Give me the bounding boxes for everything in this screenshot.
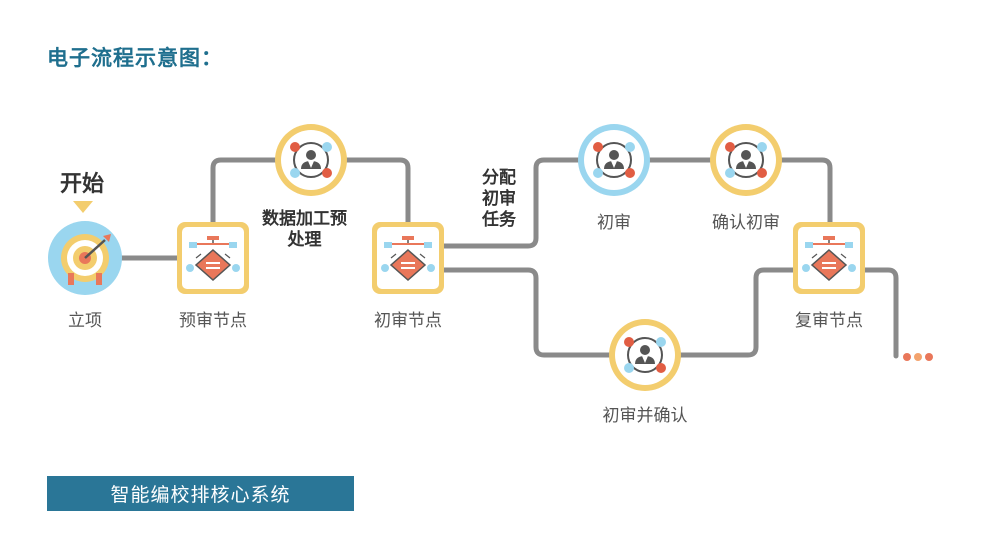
page-title: 电子流程示意图： [47, 46, 223, 70]
process-node-icon [792, 221, 866, 295]
node-label-chushen-queren: 初审并确认 [602, 406, 688, 426]
start-arrow-icon [73, 201, 93, 213]
edge-label-assign-task: 分配 初审 任务 [482, 168, 516, 230]
continue-dot [914, 353, 922, 361]
continue-dot [925, 353, 933, 361]
edge-label-data-process: 数据加工预 处理 [262, 209, 347, 250]
process-node-icon [176, 221, 250, 295]
target-icon [48, 221, 122, 295]
continue-dot [903, 353, 911, 361]
person-node-icon [710, 124, 782, 196]
person-node-icon [275, 124, 347, 196]
node-label-chushen: 初审 [597, 213, 631, 233]
node-label-queren-chushen: 确认初审 [712, 213, 780, 233]
person-node-icon [609, 319, 681, 391]
process-node-icon [371, 221, 445, 295]
connector-chushen-assign [440, 157, 833, 249]
node-label-yushen: 预审节点 [179, 311, 247, 331]
node-label-fushen: 复审节点 [795, 311, 863, 331]
node-label-lixiang: 立项 [68, 311, 102, 331]
connector-fushen-end [861, 267, 899, 359]
person-node-icon [578, 124, 650, 196]
start-label: 开始 [60, 172, 105, 197]
footer-banner: 智能编校排核心系统 [47, 476, 354, 511]
node-label-chushen-node: 初审节点 [374, 311, 442, 331]
